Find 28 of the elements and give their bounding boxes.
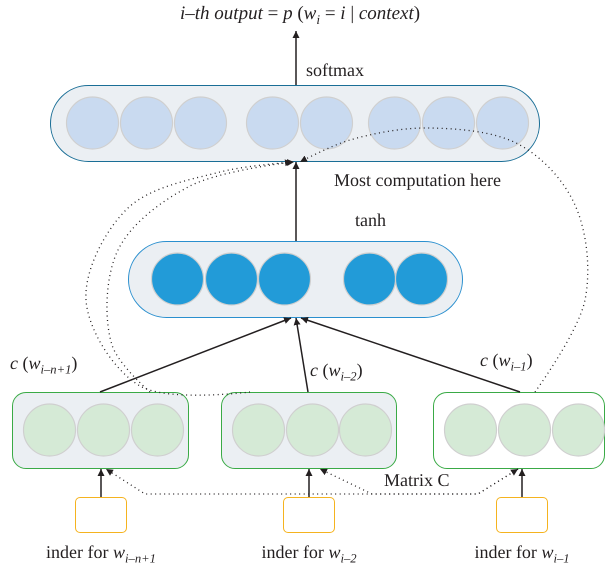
input-label: inder for w$_{i–n+1}$ <box>46 542 156 567</box>
output-formula: i–th output = p (w$_{i}$ = i | context) <box>180 3 420 31</box>
arrow <box>100 317 292 393</box>
input-label: inder for w$_{i–2}$ <box>261 542 357 567</box>
layer-box <box>12 392 189 469</box>
embedding-label: c (w$_{i–n+1}$) <box>10 353 78 378</box>
matrix-label: Matrix C <box>384 470 450 492</box>
dotted-arrow <box>320 468 518 495</box>
input-box <box>75 497 127 533</box>
layer-box <box>433 392 605 469</box>
annotation-text: Most computation here <box>334 170 501 192</box>
arrow <box>300 316 520 393</box>
input-box <box>283 497 335 533</box>
dotted-arrow <box>300 127 588 392</box>
arrow <box>518 469 526 497</box>
embedding-label: c (w$_{i–1}$) <box>480 350 533 375</box>
layer-box <box>221 392 397 469</box>
embedding-label: c (w$_{i–2}$) <box>310 360 363 385</box>
dotted-arrow <box>106 468 518 495</box>
input-label: inder for w$_{i–1}$ <box>474 542 570 567</box>
arrow <box>306 469 312 497</box>
layer-label: tanh <box>355 210 386 232</box>
arrow <box>292 31 300 85</box>
arrow <box>294 318 309 392</box>
layer-label: softmax <box>306 60 364 82</box>
arrow <box>292 162 300 241</box>
input-box <box>496 497 548 533</box>
arrow <box>98 469 104 497</box>
